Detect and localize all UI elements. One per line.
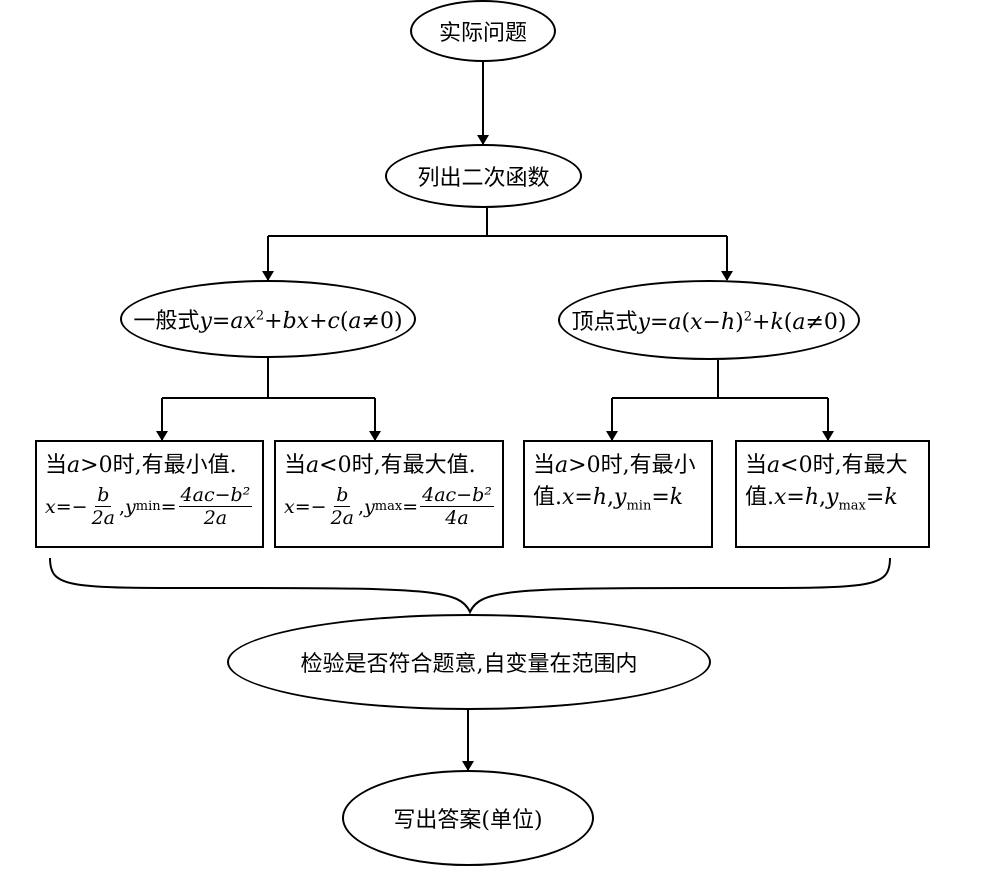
case3-heading: 当a>0时,有最小 <box>533 453 696 478</box>
case4-heading: 当a<0时,有最大 <box>745 453 908 478</box>
node-case-vertex-max: 当a<0时,有最大 值.x=h,ymax=k <box>735 440 930 548</box>
node-answer: 写出答案(单位) <box>342 770 594 866</box>
case4-line2: 值.x=h,ymax=k <box>745 485 898 514</box>
case1-heading: 当a>0时,有最小值. <box>45 453 237 478</box>
node-start-label: 实际问题 <box>438 21 527 46</box>
node-general-form: 一般式y=ax2+bx+c(a≠0) <box>120 280 416 358</box>
general-form-text: 一般式y=ax2+bx+c(a≠0) <box>133 308 403 334</box>
node-check: 检验是否符合题意,自变量在范围内 <box>227 614 711 710</box>
node-check-label: 检验是否符合题意,自变量在范围内 <box>300 652 638 677</box>
node-vertex-form: 顶点式y=a(x−h)2+k(a≠0) <box>558 280 860 360</box>
case3-line2: 值.x=h,ymin=k <box>533 485 684 514</box>
node-start: 实际问题 <box>410 0 556 62</box>
node-case-vertex-min: 当a>0时,有最小 值.x=h,ymin=k <box>523 440 713 548</box>
vertex-form-text: 顶点式y=a(x−h)2+k(a≠0) <box>571 309 847 335</box>
merge-brace <box>49 557 891 615</box>
node-list-label: 列出二次函数 <box>417 166 550 191</box>
node-answer-label: 写出答案(单位) <box>393 808 543 833</box>
case2-heading: 当a<0时,有最大值. <box>284 453 476 478</box>
node-list-quadratic: 列出二次函数 <box>385 144 582 208</box>
